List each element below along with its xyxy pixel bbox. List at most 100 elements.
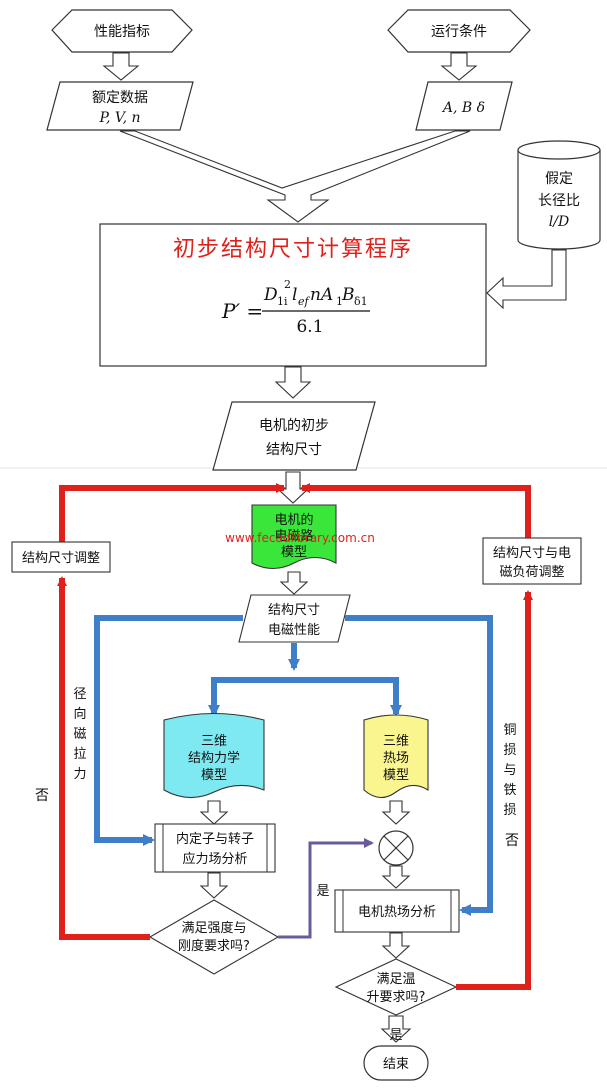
red-no-left: [57, 576, 150, 940]
strength-decision: [148, 899, 280, 975]
watermark: www.fecadlibrary.com.cn: [225, 531, 375, 545]
performance-hexagon: [51, 9, 193, 53]
hollow-arrow-stress: [199, 872, 229, 899]
hollow-arrow-end: [380, 1015, 412, 1043]
yes-label-strength: 是: [316, 884, 329, 899]
hollow-arrow-program: [274, 366, 312, 399]
red-loop-left: [59, 483, 286, 542]
ab-label: A, B δ: [441, 100, 485, 116]
thermal-model-document: [363, 714, 429, 799]
svg-text:2: 2: [284, 278, 291, 291]
svg-text:l: l: [292, 285, 297, 305]
radial-force-char: 力: [73, 767, 86, 782]
radial-force-char: 拉: [73, 747, 86, 762]
prelim-size-parallelogram: [212, 401, 376, 471]
perf-parallelogram: [238, 594, 351, 643]
motor-thermal-box: [334, 889, 460, 933]
red-loop-right: [300, 483, 531, 542]
circuit-line1: 电机的: [274, 512, 313, 528]
yes-label-temp: 是: [389, 1028, 402, 1043]
temp-line2: 升要求吗?: [367, 990, 426, 1005]
circuit-model-document: [251, 504, 337, 570]
rated-data-parallelogram: [46, 81, 194, 131]
merge-arrow: [119, 130, 471, 223]
circuit-line2: 电磁路: [274, 528, 313, 544]
mech-line2: 结构力学: [188, 750, 240, 766]
blue-radial-line: [94, 615, 243, 846]
copper-iron-char: 铜: [503, 723, 516, 738]
adjust-size-label: 结构尺寸调整: [22, 551, 100, 566]
temp-decision: [334, 958, 458, 1016]
end-terminator: [363, 1045, 429, 1081]
motor-thermal-label: 电机热场分析: [358, 905, 436, 920]
end-label: 结束: [383, 1057, 409, 1072]
red-no-right: [456, 590, 533, 990]
radial-force-char: 向: [73, 706, 86, 722]
copper-iron-char: 与: [503, 763, 516, 778]
svg-text:1: 1: [336, 295, 343, 308]
program-title: 初步结构尺寸计算程序: [173, 237, 413, 262]
mech-model-document: [163, 713, 265, 799]
performance-label: 性能指标: [94, 24, 150, 40]
perf-line2: 电磁性能: [268, 623, 320, 638]
program-box: [99, 223, 487, 367]
mech-line1: 三维: [201, 734, 227, 749]
thermal-line3: 模型: [383, 768, 409, 783]
summing-junction: [378, 830, 414, 866]
hollow-arrow-assumed: [486, 249, 567, 310]
adjust-load-line1: 结构尺寸与电: [493, 546, 571, 561]
svg-text:P′ =: P′ =: [221, 299, 263, 323]
perf-line1: 结构尺寸: [268, 603, 320, 618]
stress-line1: 内定子与转子: [176, 831, 254, 847]
hollow-arrow-mech: [199, 800, 229, 825]
rated-data-line2: P, V, n: [98, 110, 140, 126]
operating-label: 运行条件: [431, 23, 487, 40]
prelim-line1: 电机的初步: [259, 417, 329, 434]
prelim-line2: 结构尺寸: [266, 442, 322, 458]
svg-text:nA: nA: [310, 285, 333, 305]
adjust-size-box: [11, 541, 111, 573]
stress-line2: 应力场分析: [182, 851, 247, 867]
mech-line3: 模型: [201, 768, 227, 783]
thermal-line2: 热场: [383, 751, 409, 766]
svg-text:δ1: δ1: [354, 295, 368, 308]
assumed-line3: l/D: [549, 214, 569, 230]
blue-copper-line: [345, 615, 493, 916]
temp-line1: 满足温: [376, 972, 415, 987]
operating-hexagon: [387, 9, 531, 53]
rated-data-line1: 额定数据: [92, 90, 148, 106]
no-label-left: 否: [35, 788, 49, 804]
hollow-arrow-junction: [381, 865, 411, 889]
svg-text:1i: 1i: [277, 295, 288, 308]
hollow-arrow-perf: [279, 571, 309, 595]
radial-force-char: 磁: [73, 727, 86, 742]
svg-text:B: B: [341, 285, 355, 305]
assumed-line1: 假定: [545, 171, 573, 187]
copper-iron-char: 铁: [503, 783, 516, 798]
copper-iron-char: 损: [503, 743, 516, 758]
svg-text:ef: ef: [298, 295, 311, 308]
hollow-arrow-operating: [440, 52, 478, 81]
ab-parallelogram: [415, 81, 513, 131]
no-label-right: 否: [505, 833, 519, 849]
adjust-load-line2: 磁负荷调整: [499, 565, 564, 580]
copper-iron-char: 损: [503, 803, 516, 818]
adjust-load-box: [482, 537, 582, 585]
stress-analysis-box: [154, 823, 276, 873]
strength-line2: 刚度要求吗?: [178, 938, 250, 954]
strength-line1: 满足强度与: [181, 920, 246, 936]
program-formula: P′ = D 1i 2 l ef nA 1 B δ1 6.1: [221, 278, 370, 337]
radial-force-char: 径: [73, 687, 86, 702]
circuit-line3: 模型: [281, 545, 307, 560]
blue-branch-right: [294, 677, 402, 717]
hollow-arrow-motor: [381, 932, 411, 959]
thermal-line1: 三维: [383, 734, 409, 749]
blue-branch-left: [208, 677, 294, 717]
hollow-arrow-thermal: [381, 800, 411, 825]
svg-text:D: D: [263, 285, 278, 305]
purple-yes-line: [278, 838, 374, 939]
assumed-line2: 长径比: [538, 193, 580, 209]
assumed-ratio-cylinder: 假定 长径比 l/D: [517, 140, 601, 250]
